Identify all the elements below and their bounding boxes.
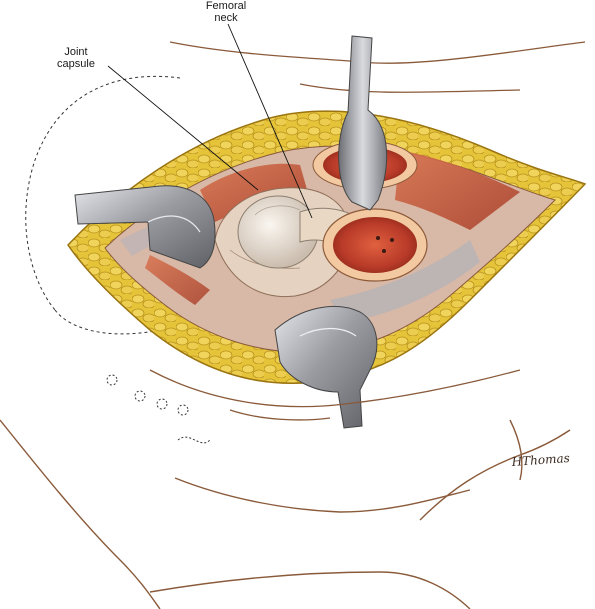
leader-lines bbox=[107, 23, 313, 219]
label-joint-capsule-line2: capsule bbox=[57, 58, 95, 70]
label-femoral-neck-line2: neck bbox=[214, 12, 238, 24]
retractor-left bbox=[74, 185, 216, 269]
signature-text: HThomas bbox=[510, 451, 570, 469]
bone-cut-femur bbox=[322, 208, 428, 282]
skin-folds-bottom bbox=[149, 369, 521, 421]
skin-folds-top bbox=[169, 41, 586, 93]
label-joint-capsule: Joint capsule bbox=[44, 46, 108, 70]
label-femoral-neck: Femoral neck bbox=[192, 0, 260, 24]
retractor-bottom bbox=[274, 305, 378, 429]
retractor-top bbox=[338, 35, 388, 211]
dashed-curls bbox=[106, 374, 211, 444]
artist-signature: HThomas bbox=[510, 451, 570, 469]
hip-outline-dashed bbox=[25, 75, 181, 335]
body-contours bbox=[0, 419, 571, 609]
label-femoral-neck-line1: Femoral bbox=[205, 0, 247, 12]
label-joint-capsule-line1: Joint bbox=[64, 46, 88, 58]
